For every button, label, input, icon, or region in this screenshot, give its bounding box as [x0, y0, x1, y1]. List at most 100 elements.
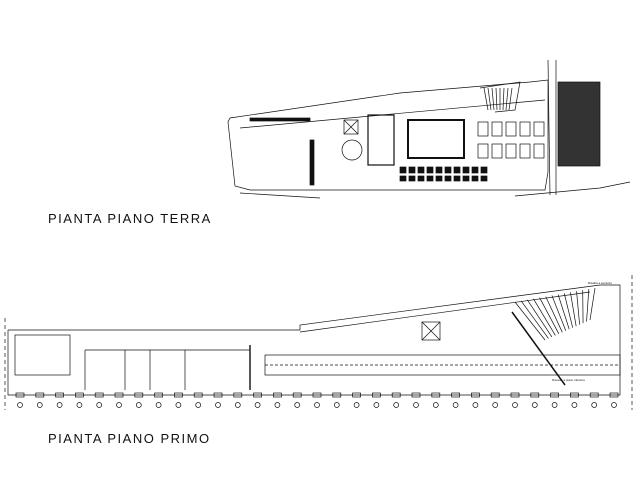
column-row — [15, 392, 619, 408]
column-marker — [452, 402, 459, 408]
column-marker — [195, 402, 202, 408]
fan-tread — [570, 292, 577, 327]
lift-shaft-first — [421, 321, 441, 341]
column-marker — [294, 402, 301, 408]
stair-tread — [487, 87, 492, 111]
fan-tread — [563, 293, 574, 328]
note-terrace: Risalita a terrazzo — [588, 281, 612, 285]
column — [134, 392, 144, 398]
seat — [480, 166, 488, 174]
note-lower-floor: Discesa a piano inferiore — [552, 378, 585, 382]
column — [451, 392, 460, 398]
column — [75, 392, 84, 398]
hatched-area — [557, 81, 601, 167]
lift-cross — [343, 119, 359, 135]
ground-floor-outline — [227, 79, 549, 191]
column — [471, 392, 480, 398]
seat — [399, 166, 407, 174]
seat-group — [399, 166, 488, 182]
column — [372, 392, 381, 398]
column-line — [547, 59, 551, 196]
seat — [453, 166, 461, 174]
column — [193, 392, 203, 398]
table — [491, 143, 503, 159]
column-marker — [512, 402, 518, 408]
stair-tread — [495, 87, 498, 111]
seat — [471, 175, 479, 182]
column-marker — [314, 402, 320, 408]
seat — [471, 166, 479, 174]
kitchen-block — [367, 114, 395, 166]
seat — [399, 175, 407, 182]
ground-street-line — [239, 192, 321, 199]
seat — [426, 166, 434, 174]
seat — [417, 166, 425, 174]
ground-wall — [239, 99, 546, 129]
seat — [408, 175, 416, 182]
stair-fan — [514, 287, 596, 341]
table — [505, 121, 517, 137]
seat — [444, 175, 452, 182]
column — [174, 392, 183, 398]
column-marker — [254, 402, 261, 408]
fan-tread — [520, 300, 549, 339]
fan-tread — [514, 301, 546, 341]
column — [114, 392, 124, 398]
stair-tread — [502, 87, 505, 111]
seat — [435, 166, 443, 174]
column-marker — [472, 402, 479, 408]
column — [213, 392, 223, 398]
stair-tread — [491, 87, 495, 111]
fan-tread — [589, 287, 596, 321]
column — [312, 392, 322, 398]
column — [332, 392, 342, 398]
column-marker — [373, 402, 380, 408]
column-marker — [17, 402, 23, 408]
ground-floor-plan — [227, 59, 631, 199]
column — [292, 392, 302, 398]
seat — [435, 175, 443, 182]
first-floor-title: PIANTA PIANO PRIMO — [48, 431, 211, 446]
table — [533, 143, 545, 159]
stair-tread — [508, 87, 513, 111]
column — [352, 392, 361, 398]
column-marker — [116, 402, 122, 408]
fan-tread — [527, 299, 553, 338]
ground-floor-title: PIANTA PIANO TERRA — [48, 211, 212, 226]
column-marker — [274, 402, 281, 408]
column — [530, 392, 540, 398]
column — [154, 392, 163, 398]
stair-tread — [505, 87, 509, 111]
ramp-diagonal — [511, 311, 566, 386]
first-roof-line — [299, 291, 591, 333]
seat — [426, 175, 434, 182]
column — [490, 392, 500, 398]
lift-cross — [421, 321, 441, 341]
fan-tread — [576, 291, 580, 325]
table — [519, 121, 531, 137]
table — [533, 121, 545, 137]
column-marker — [393, 402, 400, 408]
fan-tread — [539, 297, 560, 335]
table — [477, 121, 489, 137]
column-marker — [155, 402, 162, 408]
column-marker — [76, 402, 83, 408]
column-marker — [56, 402, 63, 408]
column-marker — [175, 402, 182, 408]
column-marker — [432, 402, 439, 408]
ground-street-line — [514, 181, 631, 197]
column-marker — [215, 402, 221, 408]
table — [505, 143, 517, 159]
column — [253, 392, 262, 398]
column — [570, 392, 579, 398]
round-room — [341, 139, 363, 161]
column — [510, 392, 520, 398]
seat — [444, 166, 452, 174]
first-floor-outline — [7, 284, 621, 396]
column — [273, 392, 282, 398]
table — [477, 143, 489, 159]
column-marker — [413, 402, 419, 408]
column — [589, 392, 599, 398]
column — [391, 392, 401, 398]
column — [609, 392, 619, 398]
